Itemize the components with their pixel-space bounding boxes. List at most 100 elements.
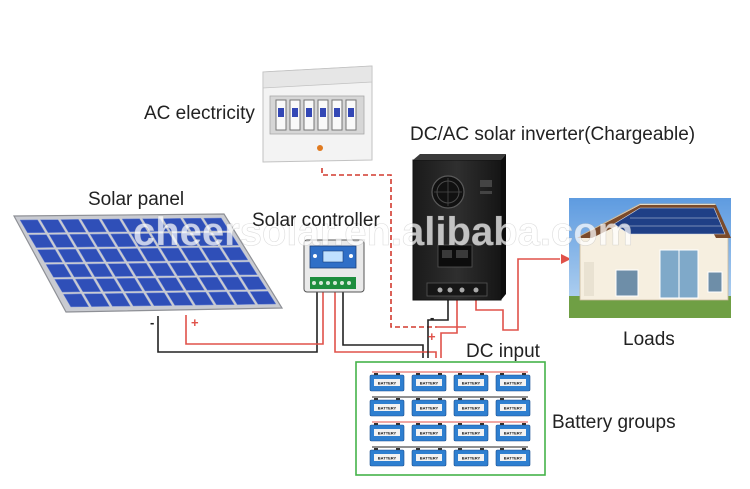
battery-label: BATTERY	[420, 380, 439, 385]
panel-cell	[198, 276, 226, 291]
battery-label: BATTERY	[504, 405, 523, 410]
battery-label: BATTERY	[378, 430, 397, 435]
panel-cell	[60, 219, 87, 233]
battery-cell: BATTERY	[411, 423, 447, 442]
panel-cell	[136, 277, 164, 292]
panel-cell	[128, 263, 155, 277]
battery-cell: BATTERY	[453, 423, 489, 442]
panel-cell	[80, 218, 107, 233]
panel-cell	[166, 292, 194, 306]
battery-cell: BATTERY	[411, 448, 447, 467]
panel-cells	[19, 217, 277, 308]
panel-cell	[151, 233, 178, 247]
panel-cell	[98, 248, 125, 262]
panel-cell	[62, 293, 90, 308]
panel-cell	[142, 218, 169, 232]
panel-positive-mark: +	[191, 315, 199, 330]
panel-cell	[189, 262, 217, 276]
panel-cell	[231, 261, 258, 276]
load-wire	[475, 258, 560, 331]
panel-cell	[110, 233, 137, 247]
battery-cell: BATTERY	[495, 448, 531, 467]
panel-cell	[187, 291, 214, 306]
panel-cell	[28, 234, 55, 248]
panel-cell	[201, 247, 228, 261]
panel-cell	[162, 218, 189, 232]
breaker-switches	[275, 99, 357, 131]
panel-cell	[210, 262, 238, 276]
panel-cell	[83, 293, 110, 307]
panel-cell	[95, 278, 122, 292]
wiring	[157, 168, 571, 358]
battery-label: BATTERY	[462, 405, 481, 410]
battery-label: BATTERY	[504, 455, 523, 460]
panel-cell	[212, 232, 240, 246]
battery-label: BATTERY	[378, 405, 397, 410]
panel-cell	[182, 217, 210, 232]
panel-cell	[145, 292, 173, 306]
label-battery-groups: Battery groups	[552, 412, 676, 433]
panel-cell	[45, 264, 72, 278]
solar-controller	[303, 239, 365, 293]
battery-cell: BATTERY	[369, 398, 405, 417]
inverter-dc-positive-wire	[440, 298, 458, 358]
panel-cell	[208, 291, 235, 306]
panel-cell	[104, 293, 131, 307]
watermark: cheersolar.en.alibaba.com	[133, 210, 633, 254]
panel-cell	[66, 263, 93, 278]
panel-cell	[148, 262, 176, 277]
inverter	[412, 154, 506, 301]
label-solar-panel: Solar panel	[88, 189, 184, 210]
panel-cell	[86, 263, 114, 277]
label-loads: Loads	[623, 329, 675, 350]
panel-cell	[228, 291, 256, 305]
battery-label: BATTERY	[504, 380, 523, 385]
ac-wire	[321, 168, 437, 328]
panel-cell	[39, 219, 67, 233]
panel-cell	[89, 233, 116, 248]
battery-cell: BATTERY	[369, 373, 405, 392]
controller-battery-positive-wire	[334, 292, 437, 358]
battery-positive-mark: +	[428, 329, 436, 344]
battery-label: BATTERY	[462, 380, 481, 385]
label-dc-input: DC input	[466, 341, 541, 362]
battery-label: BATTERY	[420, 430, 439, 435]
controller-battery-negative-wire	[342, 292, 424, 358]
solar-panel	[12, 213, 284, 313]
panel-cell	[130, 233, 157, 247]
panel-cell	[125, 292, 152, 307]
panel-cell	[19, 219, 46, 234]
panel-cell	[54, 278, 81, 293]
panel-cell	[121, 218, 148, 232]
battery-cell: BATTERY	[453, 398, 489, 417]
battery-cell: BATTERY	[453, 448, 489, 467]
inverter-dc-negative-wire	[427, 298, 449, 358]
panel-cell	[160, 247, 187, 262]
panel-cell	[74, 278, 102, 293]
battery-label: BATTERY	[462, 455, 481, 460]
panel-cell	[116, 278, 143, 292]
battery-cell: BATTERY	[453, 373, 489, 392]
panel-cell	[203, 217, 230, 232]
panel-cell	[139, 248, 166, 262]
label-ac-electricity: AC electricity	[144, 103, 255, 124]
battery-cell: BATTERY	[495, 398, 531, 417]
panel-cell	[180, 247, 208, 261]
controller-terminals	[310, 277, 356, 289]
battery-cell: BATTERY	[411, 373, 447, 392]
battery-cell: BATTERY	[495, 423, 531, 442]
panel-cell	[57, 249, 84, 263]
battery-label: BATTERY	[504, 430, 523, 435]
battery-cell: BATTERY	[495, 373, 531, 392]
panel-cell	[157, 277, 185, 291]
panel-cell	[36, 249, 63, 263]
panel-cell	[48, 234, 75, 248]
panel-cell	[178, 277, 205, 291]
label-solar-controller: Solar controller	[252, 210, 380, 231]
panel-cell	[101, 218, 128, 233]
panel-cell	[192, 232, 219, 247]
battery-grid: BATTERY BATTERY BATTERY BATTERY BATTERY BATTE…	[369, 371, 531, 467]
battery-cell: BATTERY	[369, 423, 405, 442]
load-arrow	[561, 254, 571, 264]
